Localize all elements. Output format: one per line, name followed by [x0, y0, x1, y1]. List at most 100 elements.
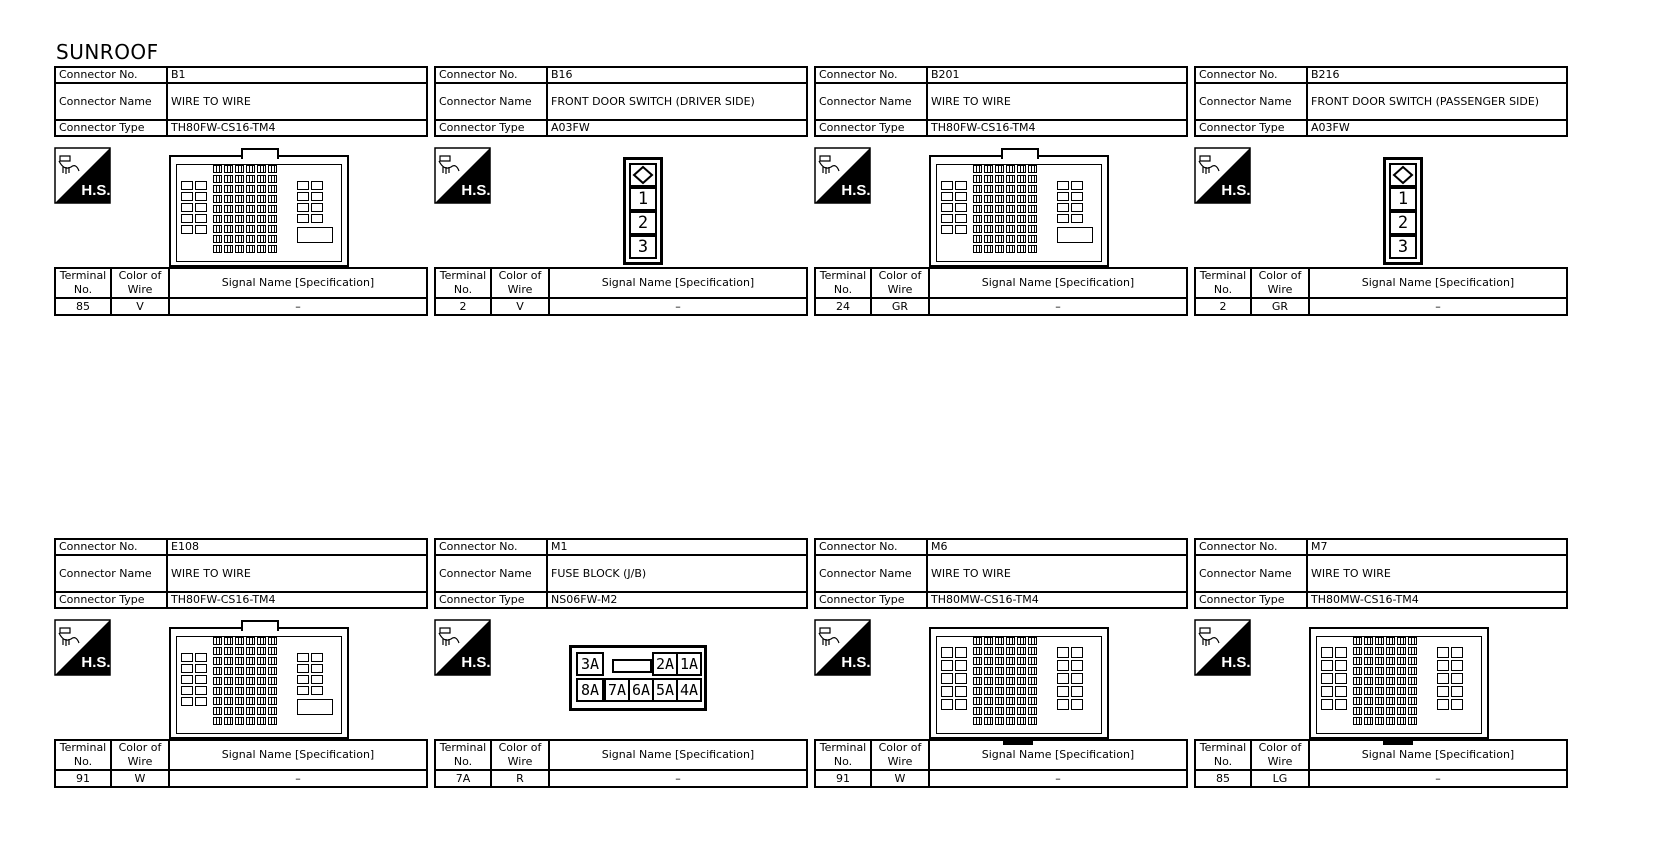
- signal-name: –: [928, 769, 1188, 788]
- connector-type-label: Connector Type: [1194, 119, 1308, 137]
- cavity: [1397, 657, 1406, 665]
- cavity: [984, 657, 993, 665]
- wire-color-header: Color of Wire: [490, 739, 550, 771]
- cavity: [1364, 687, 1373, 695]
- cavity: [995, 215, 1004, 223]
- cavity: [1353, 667, 1362, 675]
- cavity: [235, 245, 244, 253]
- cavity: [257, 185, 266, 193]
- cavity: [973, 647, 982, 655]
- cavity: [984, 245, 993, 253]
- wire-color-header: Color of Wire: [870, 739, 930, 771]
- cavity: [246, 205, 255, 213]
- cavity: [1364, 637, 1373, 645]
- cavity: [1386, 677, 1395, 685]
- cavity: [246, 165, 255, 173]
- cavity: [1353, 697, 1362, 705]
- cavity: [246, 667, 255, 675]
- connector-diagram-b201: [929, 148, 1109, 267]
- signal-name: –: [168, 769, 428, 788]
- cavity: [257, 215, 266, 223]
- signal-name-header: Signal Name [Specification]: [168, 267, 428, 299]
- connector-diagram-m6: [929, 627, 1109, 745]
- cavity: [1375, 637, 1384, 645]
- cavity: [257, 205, 266, 213]
- harness-side-icon: H.S.: [54, 147, 111, 204]
- cavity: [213, 225, 222, 233]
- cavity: [1375, 707, 1384, 715]
- cavity: [235, 687, 244, 695]
- cavity: [995, 245, 1004, 253]
- cavity: [1321, 660, 1333, 671]
- cavity: [213, 637, 222, 645]
- pin-cell: 1A: [676, 652, 702, 676]
- terminal-no-header: Terminal No.: [54, 267, 112, 299]
- cavity: [1006, 677, 1015, 685]
- cavity: [955, 225, 967, 234]
- cavity: [1006, 697, 1015, 705]
- cavity: [1375, 647, 1384, 655]
- connector-type-label: Connector Type: [54, 119, 168, 137]
- cavity: [984, 707, 993, 715]
- cavity: [311, 214, 323, 223]
- connector-type-value: TH80FW-CS16-TM4: [166, 119, 428, 137]
- pin-cell: 5A: [652, 678, 678, 702]
- cavity: [224, 175, 233, 183]
- svg-text:H.S.: H.S.: [841, 182, 870, 199]
- cavity: [195, 203, 207, 212]
- signal-name: –: [928, 297, 1188, 316]
- cavity: [297, 214, 309, 223]
- svg-text:H.S.: H.S.: [81, 182, 110, 199]
- cavity: [268, 245, 277, 253]
- cavity: [1364, 697, 1373, 705]
- connector-inner-frame: [176, 636, 342, 734]
- cavity: [1451, 660, 1463, 671]
- connector-diagram-m7: [1309, 627, 1489, 745]
- cavity: [1397, 707, 1406, 715]
- cavity: [1353, 677, 1362, 685]
- cavity: [995, 657, 1004, 665]
- cavity: [1057, 214, 1069, 223]
- pin-cell: 3: [1389, 235, 1417, 259]
- cavity: [246, 195, 255, 203]
- cavity: [213, 717, 222, 725]
- cavity: [973, 175, 982, 183]
- connector-inner-frame: [936, 164, 1102, 262]
- cavity: [311, 192, 323, 201]
- cavity: [1057, 686, 1069, 697]
- connector-type-label: Connector Type: [54, 591, 168, 609]
- cavity: [995, 185, 1004, 193]
- connector-name-value: WIRE TO WIRE: [166, 82, 428, 121]
- cavity: [973, 657, 982, 665]
- wire-color: GR: [1250, 297, 1310, 316]
- cavity: [257, 647, 266, 655]
- cavity: [224, 707, 233, 715]
- wire-color: W: [870, 769, 930, 788]
- wire-color: V: [110, 297, 170, 316]
- cavity: [268, 235, 277, 243]
- connector-no-value: B201: [926, 66, 1188, 84]
- cavity: [181, 225, 193, 234]
- cavity: [1071, 673, 1083, 684]
- cavity: [1437, 660, 1449, 671]
- cavity: [984, 697, 993, 705]
- connector-no-value: B1: [166, 66, 428, 84]
- cavity: [1017, 647, 1026, 655]
- connector-type-label: Connector Type: [814, 119, 928, 137]
- connector-name-label: Connector Name: [814, 82, 928, 121]
- cavity: [984, 205, 993, 213]
- cavity: [268, 667, 277, 675]
- cavity: [246, 175, 255, 183]
- cavity: [1017, 687, 1026, 695]
- cavity: [1057, 181, 1069, 190]
- cavity: [955, 181, 967, 190]
